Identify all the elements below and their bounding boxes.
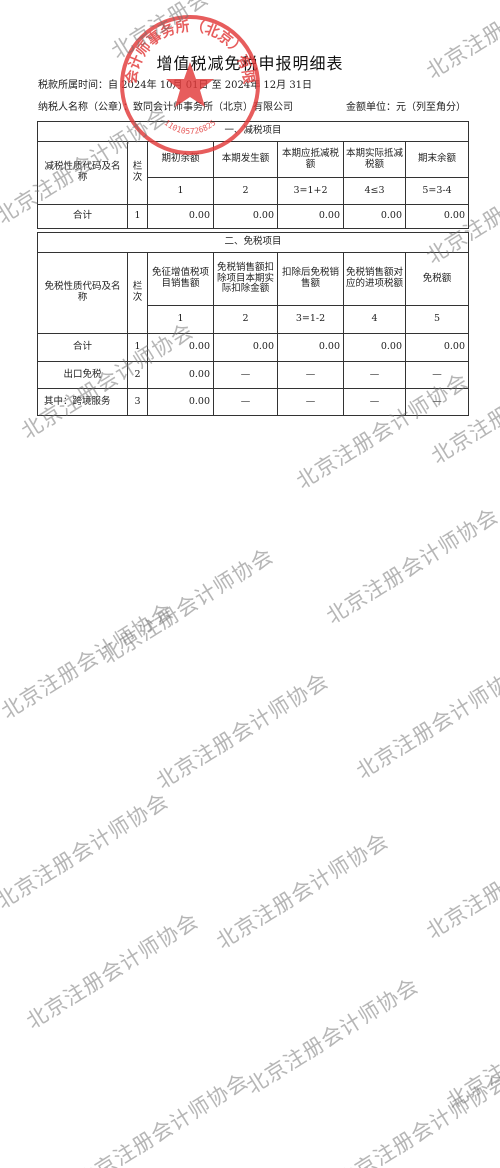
watermark-text: 北京注册会计师协会: [72, 1068, 253, 1168]
table-row: 其中：跨境服务 3 0.00 — — — —: [37, 388, 469, 416]
row-name: 其中：跨境服务: [37, 388, 128, 416]
watermark-text: 北京注册会计师协会: [322, 503, 500, 629]
exemption-section-title: 二、免税项目: [37, 232, 469, 253]
reduction-colnum: 2: [213, 177, 278, 205]
exemption-header-c1: 免征增值税项目销售额: [147, 252, 214, 306]
row-name: 合计: [37, 333, 128, 362]
watermark-text: 北京注册会计师协会: [22, 908, 203, 1034]
row-line: 2: [127, 361, 148, 389]
table-row: 合计 1 0.00 0.00 0.00 0.00 0.00: [37, 204, 469, 229]
cell-value: 0.00: [147, 204, 214, 229]
cell-value: —: [213, 388, 278, 416]
watermark-text: 北京注册会计师协会: [332, 1068, 500, 1168]
reduction-section-title: 一、减税项目: [37, 121, 469, 142]
watermark-text: 北京注册会计师协会: [152, 668, 333, 794]
row-name: 出口免税: [37, 361, 128, 389]
cell-value: 0.00: [405, 204, 469, 229]
exemption-header-c2: 免税销售额扣除项目本期实际扣除金额: [213, 252, 278, 306]
cell-value: —: [277, 361, 344, 389]
amount-unit: 金额单位：元（列至角分）: [346, 102, 466, 113]
reduction-colnum: 3=1+2: [277, 177, 344, 205]
reduction-header-line: 栏次: [127, 141, 148, 205]
reduction-header-c3: 本期应抵减税额: [277, 141, 344, 178]
reduction-table: 一、减税项目 减税性质代码及名称 栏次 期初余额 本期发生额 本期应抵减税额 本…: [37, 121, 469, 229]
cell-value: —: [213, 361, 278, 389]
watermark-text: 北京注册会计师协会: [97, 543, 278, 669]
cell-value: —: [343, 361, 406, 389]
watermark-text: 北京注册会计师协会: [242, 973, 423, 1099]
row-line: 1: [127, 333, 148, 362]
exemption-colnum: 4: [343, 305, 406, 334]
exemption-header-line: 栏次: [127, 252, 148, 334]
cell-value: 0.00: [277, 333, 344, 362]
cell-value: 0.00: [343, 333, 406, 362]
table-row: 出口免税 2 0.00 — — — —: [37, 361, 469, 389]
cell-value: 0.00: [147, 361, 214, 389]
taxpayer-name: 纳税人名称（公章）：致同会计师事务所（北京）有限公司: [38, 102, 293, 113]
exemption-table: 二、免税项目 免税性质代码及名称 栏次 免征增值税项目销售额 免税销售额扣除项目…: [37, 232, 469, 416]
watermark-text: 北京注册会计师协会: [212, 828, 393, 954]
cell-value: —: [343, 388, 406, 416]
exemption-colnum: 2: [213, 305, 278, 334]
cell-value: —: [277, 388, 344, 416]
reduction-colnum: 5=3-4: [405, 177, 469, 205]
reduction-header-name: 减税性质代码及名称: [37, 141, 128, 205]
row-name: 合计: [37, 204, 128, 229]
cell-value: 0.00: [213, 204, 278, 229]
reduction-header-c1: 期初余额: [147, 141, 214, 178]
watermark-text: 北京注册会计师协会: [0, 598, 178, 724]
exemption-header-c5: 免税额: [405, 252, 469, 306]
cell-value: 0.00: [147, 333, 214, 362]
watermark-text: 北京注册会计师协会: [352, 658, 500, 784]
cell-value: 0.00: [277, 204, 344, 229]
watermark-text: 北京注册会计师协会: [422, 818, 500, 944]
watermark-text: 北京注册会计师协会: [442, 988, 500, 1114]
cell-value: —: [405, 361, 469, 389]
document-title: 增值税减免税申报明细表: [156, 54, 344, 73]
reduction-colnum: 4≤3: [343, 177, 406, 205]
cell-value: 0.00: [147, 388, 214, 416]
exemption-colnum: 3=1-2: [277, 305, 344, 334]
reduction-header-c5: 期末余额: [405, 141, 469, 178]
row-line: 1: [127, 204, 148, 229]
reduction-header-c4: 本期实际抵减税额: [343, 141, 406, 178]
reduction-header-c2: 本期发生额: [213, 141, 278, 178]
cell-value: 0.00: [213, 333, 278, 362]
exemption-header-c4: 免税销售额对应的进项税额: [343, 252, 406, 306]
exemption-colnum: 1: [147, 305, 214, 334]
watermark-text: 北京注册会计师协会: [0, 788, 173, 914]
table-row: 合计 1 0.00 0.00 0.00 0.00 0.00: [37, 333, 469, 362]
exemption-colnum: 5: [405, 305, 469, 334]
exemption-header-name: 免税性质代码及名称: [37, 252, 128, 334]
cell-value: 0.00: [343, 204, 406, 229]
reduction-colnum: 1: [147, 177, 214, 205]
row-line: 3: [127, 388, 148, 416]
cell-value: —: [405, 388, 469, 416]
cell-value: 0.00: [405, 333, 469, 362]
tax-period: 税款所属时间：自 2024年 10月 01日 至 2024年 12月 31日: [38, 80, 313, 91]
exemption-header-c3: 扣除后免税销售额: [277, 252, 344, 306]
